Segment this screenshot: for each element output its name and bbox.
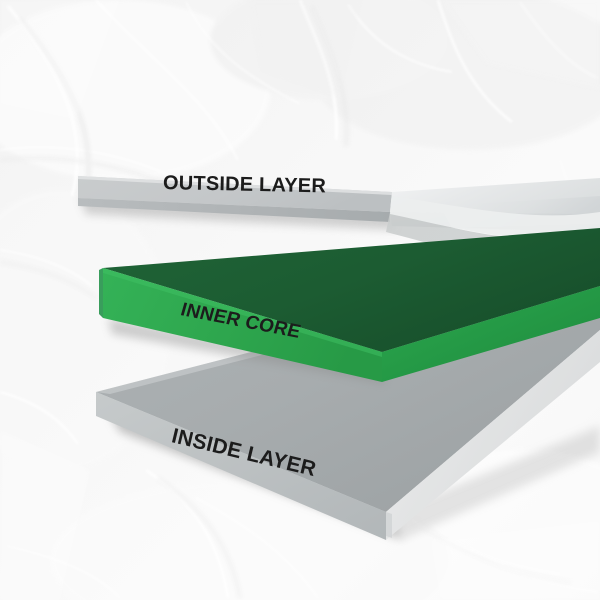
inside-layer-side-faces bbox=[96, 330, 600, 538]
inner-core-slab bbox=[99, 228, 600, 382]
outside-layer-label: OUTSIDE LAYER bbox=[162, 172, 327, 198]
